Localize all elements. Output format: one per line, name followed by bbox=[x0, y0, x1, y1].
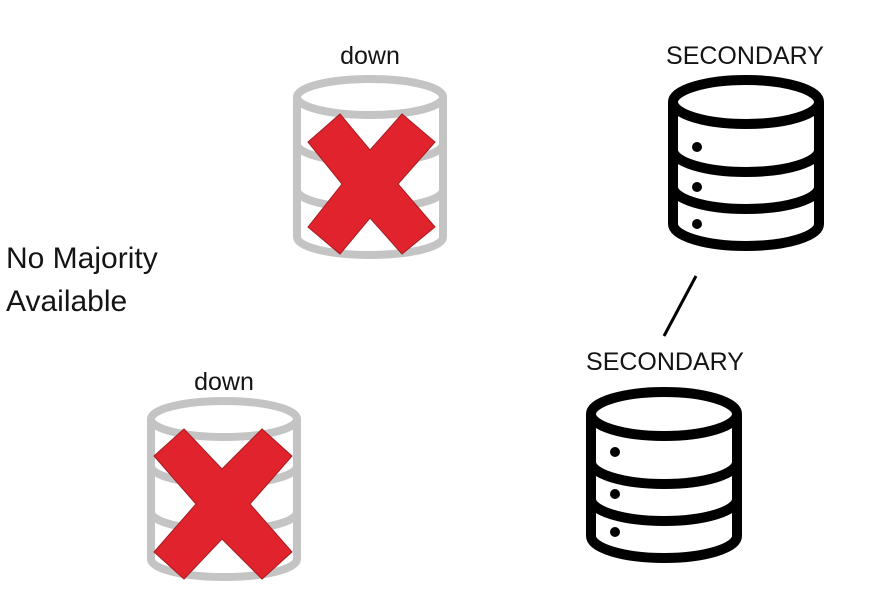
cross-icon bbox=[307, 113, 436, 255]
status-line-2: Available bbox=[6, 284, 128, 318]
status-line-1: No Majority bbox=[6, 242, 158, 275]
node-label-bottom-right: SECONDARY bbox=[586, 348, 744, 376]
cross-icon bbox=[153, 428, 293, 580]
majority-status-text: No Majority Available bbox=[6, 238, 158, 323]
database-icon bbox=[668, 75, 824, 251]
node-label-top-left: down bbox=[340, 42, 400, 70]
database-icon bbox=[586, 387, 742, 563]
node-label-top-right: SECONDARY bbox=[666, 42, 824, 70]
database-down-icon bbox=[293, 75, 447, 259]
database-down-icon bbox=[147, 397, 301, 581]
node-label-bottom-left: down bbox=[194, 368, 254, 396]
